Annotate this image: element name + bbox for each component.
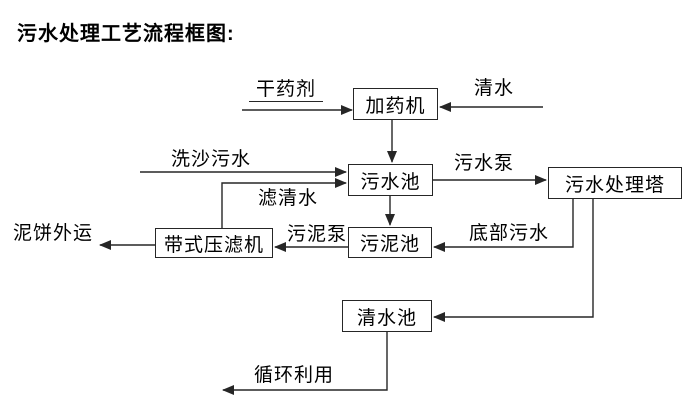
connector-treatment-tower-to-clean-water-pool	[433, 199, 594, 322]
flow-label-filtered-water-text: 滤清水	[258, 188, 319, 209]
node-clean-water-pool-label: 清水池	[356, 307, 417, 329]
page-title: 污水处理工艺流程框图:	[17, 23, 235, 45]
flow-label-dry-chemical-text: 干药剂	[249, 79, 324, 102]
node-dosing-machine: 加药机	[353, 88, 438, 120]
flow-label-recycle-use: 循环利用	[254, 366, 334, 386]
flow-label-mud-cake-out: 泥饼外运	[13, 224, 93, 244]
flow-label-filtered-water: 滤清水	[258, 189, 318, 209]
connector-treatment-tower-bottom-sewage-to-sludge-pool	[433, 199, 574, 252]
flow-label-bottom-sewage-text: 底部污水	[469, 223, 550, 244]
node-sewage-pool-label: 污水池	[360, 171, 421, 193]
connector-clean-water-pool-to-recycle	[222, 332, 388, 395]
flow-label-sewage-pump-text: 污水泵	[454, 153, 515, 174]
flow-label-bottom-sewage: 底部污水	[469, 224, 549, 244]
node-treatment-tower: 污水处理塔	[548, 167, 682, 199]
flow-label-sludge-pump: 污泥泵	[287, 225, 347, 245]
node-treatment-tower-label: 污水处理塔	[564, 174, 665, 196]
node-belt-filter-press-label: 带式压滤机	[163, 234, 264, 256]
node-sludge-pool-label: 污泥池	[359, 234, 420, 255]
flow-label-dry-chemical: 干药剂	[249, 79, 324, 102]
flow-label-recycle-use-text: 循环利用	[254, 365, 335, 386]
flow-label-sewage-pump: 污水泵	[454, 154, 514, 174]
node-clean-water-pool: 清水池	[342, 300, 432, 332]
flow-label-clean-water: 清水	[474, 79, 514, 99]
flow-label-mud-cake-out-text: 泥饼外运	[13, 223, 94, 244]
node-belt-filter-press: 带式压滤机	[155, 228, 273, 258]
flow-label-sand-washing-sewage: 洗沙污水	[171, 150, 251, 170]
node-dosing-machine-label: 加药机	[365, 95, 426, 117]
flow-label-sand-washing-sewage-text: 洗沙污水	[171, 149, 252, 170]
connector-filtered-water-to-sewage-pool	[221, 178, 347, 228]
node-sludge-pool: 污泥池	[348, 227, 432, 258]
node-sewage-pool: 污水池	[348, 164, 433, 196]
flow-label-clean-water-text: 清水	[474, 78, 515, 99]
flow-label-sludge-pump-text: 污泥泵	[287, 224, 348, 245]
